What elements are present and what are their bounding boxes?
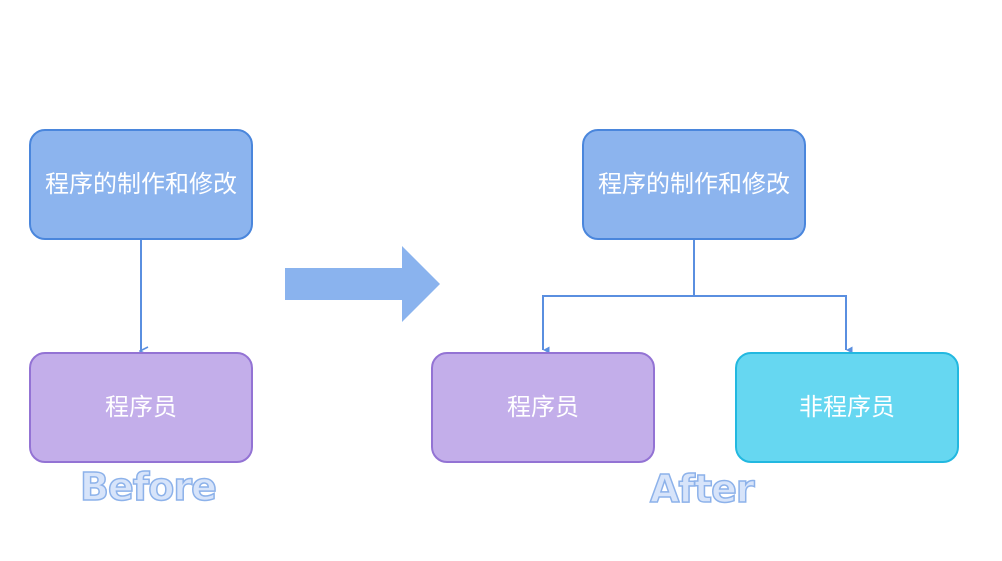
after-task-node: 程序的制作和修改: [582, 129, 806, 240]
before-caption: Before: [79, 464, 217, 510]
after-task-label: 程序的制作和修改: [598, 170, 790, 199]
after-connector-right: [694, 295, 853, 354]
before-task-label: 程序的制作和修改: [45, 170, 237, 199]
after-non-programmer-label: 非程序员: [799, 393, 895, 422]
before-programmer-node: 程序员: [29, 352, 253, 463]
after-programmer-node: 程序员: [431, 352, 655, 463]
right-arrow-icon: [285, 246, 440, 322]
after-programmer-label: 程序员: [507, 393, 579, 422]
after-connector-left: [542, 295, 694, 354]
before-programmer-label: 程序员: [105, 393, 177, 422]
after-non-programmer-node: 非程序员: [735, 352, 959, 463]
before-task-node: 程序的制作和修改: [29, 129, 253, 240]
after-caption: After: [649, 466, 755, 512]
